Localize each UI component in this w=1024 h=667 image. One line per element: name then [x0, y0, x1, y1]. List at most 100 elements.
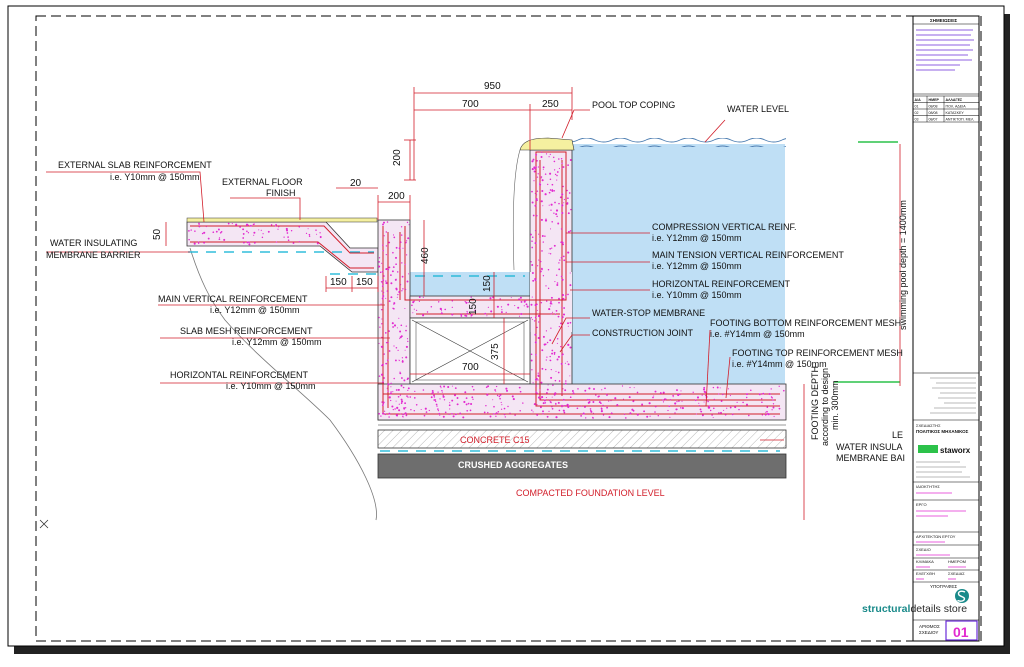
- aggregate-dot: [766, 410, 768, 413]
- aggregate-dot: [569, 346, 572, 349]
- aggregate-dot: [520, 312, 523, 316]
- aggregate-dot: [558, 167, 560, 170]
- aggregate-dot: [664, 398, 667, 401]
- aggregate-dot: [437, 409, 440, 412]
- aggregate-dot: [431, 389, 434, 392]
- aggregate-dot: [278, 226, 280, 228]
- aggregate-dot: [533, 166, 536, 169]
- aggregate-dot: [555, 404, 557, 406]
- aggregate-dot: [572, 392, 575, 395]
- aggregate-dot: [654, 405, 657, 408]
- aggregate-dot: [549, 355, 551, 358]
- aggregate-dot: [537, 396, 541, 399]
- aggregate-dot: [518, 298, 521, 301]
- aggregate-dot: [439, 307, 442, 310]
- aggregate-dot: [466, 409, 469, 412]
- aggregate-dot: [397, 349, 399, 352]
- aggregate-dot: [486, 393, 489, 396]
- dim-150-a: 150: [330, 277, 347, 288]
- aggregate-dot: [562, 313, 566, 316]
- aggregate-dot: [674, 412, 676, 414]
- aggregate-dot: [712, 386, 715, 389]
- footing-depth-3: min. 300mm: [830, 380, 840, 430]
- aggregate-dot: [585, 393, 587, 395]
- tb-notes-heading: ΣΗΜΕΙΩΣΕΙΣ: [930, 18, 958, 23]
- aggregate-dot: [512, 398, 515, 401]
- aggregate-dot: [487, 411, 489, 414]
- aggregate-dot: [422, 296, 424, 298]
- aggregate-dot: [546, 388, 549, 391]
- aggregate-dot: [648, 402, 651, 405]
- aggregate-dot: [764, 413, 767, 416]
- aggregate-dot: [653, 395, 655, 397]
- aggregate-dot: [441, 391, 443, 393]
- aggregate-dot: [405, 329, 407, 332]
- aggregate-dot: [531, 318, 533, 320]
- aggregate-dot: [569, 230, 572, 232]
- aggregate-dot: [550, 376, 553, 379]
- aggregate-dot: [549, 189, 552, 191]
- aggregate-dot: [248, 241, 250, 244]
- aggregate-dot: [483, 411, 486, 414]
- aggregate-dot: [745, 396, 748, 399]
- aggregate-dot: [494, 389, 496, 391]
- aggregate-dot: [198, 223, 200, 226]
- aggregate-dot: [438, 412, 440, 415]
- aggregate-dot: [388, 412, 391, 415]
- coping-curve: [512, 149, 521, 271]
- inner-water: [410, 272, 530, 296]
- aggregate-dot: [378, 342, 380, 344]
- aggregate-dot: [535, 199, 538, 202]
- aggregate-dot: [405, 240, 408, 242]
- aggregate-dot: [434, 399, 437, 401]
- aggregate-dot: [576, 407, 579, 410]
- aggregate-dot: [719, 387, 721, 389]
- aggregate-dot: [308, 233, 311, 236]
- aggregate-dot: [490, 310, 493, 313]
- aggregate-dot: [443, 385, 446, 388]
- aggregate-dot: [703, 401, 705, 403]
- aggregate-dot: [549, 359, 551, 362]
- aggregate-dot: [404, 402, 407, 405]
- dim-700-box: 700: [462, 362, 479, 373]
- aggregate-dot: [550, 300, 552, 303]
- footing-depth-2: according to design: [820, 368, 830, 446]
- aggregate-dot: [466, 312, 469, 315]
- aggregate-dot: [388, 241, 391, 244]
- aggregate-dot: [571, 390, 574, 392]
- aggregate-dot: [489, 415, 492, 418]
- aggregate-dot: [696, 396, 700, 399]
- aggregate-dot: [569, 375, 571, 377]
- label-water-insulating-1: WATER INSULATING: [50, 238, 137, 248]
- aggregate-dot: [395, 400, 397, 402]
- aggregate-dot: [736, 401, 738, 403]
- aggregate-dot: [386, 387, 388, 389]
- aggregate-dot: [540, 270, 542, 273]
- aggregate-dot: [382, 401, 385, 404]
- aggregate-dot: [466, 310, 468, 313]
- aggregate-dot: [537, 379, 539, 381]
- aggregate-dot: [545, 330, 548, 332]
- aggregate-dot: [400, 226, 403, 228]
- aggregate-dot: [742, 401, 744, 404]
- aggregate-dot: [188, 238, 190, 241]
- aggregate-dot: [198, 222, 200, 225]
- aggregate-dot: [495, 390, 497, 392]
- aggregate-dot: [782, 389, 785, 392]
- aggregate-dot: [246, 241, 249, 244]
- aggregate-dot: [566, 361, 568, 363]
- aggregate-dot: [242, 228, 245, 231]
- aggregate-dot: [451, 313, 454, 316]
- aggregate-dot: [542, 402, 545, 405]
- aggregate-dot: [518, 386, 521, 389]
- aggregate-dot: [566, 403, 569, 406]
- aggregate-dot: [548, 308, 551, 311]
- aggregate-dot: [708, 406, 711, 409]
- aggregate-dot: [768, 392, 771, 396]
- aggregate-dot: [319, 232, 321, 234]
- aggregate-dot: [382, 291, 385, 294]
- aggregate-dot: [533, 320, 536, 322]
- aggregate-dot: [771, 409, 773, 411]
- aggregate-dot: [433, 396, 436, 398]
- aggregate-dot: [680, 407, 682, 409]
